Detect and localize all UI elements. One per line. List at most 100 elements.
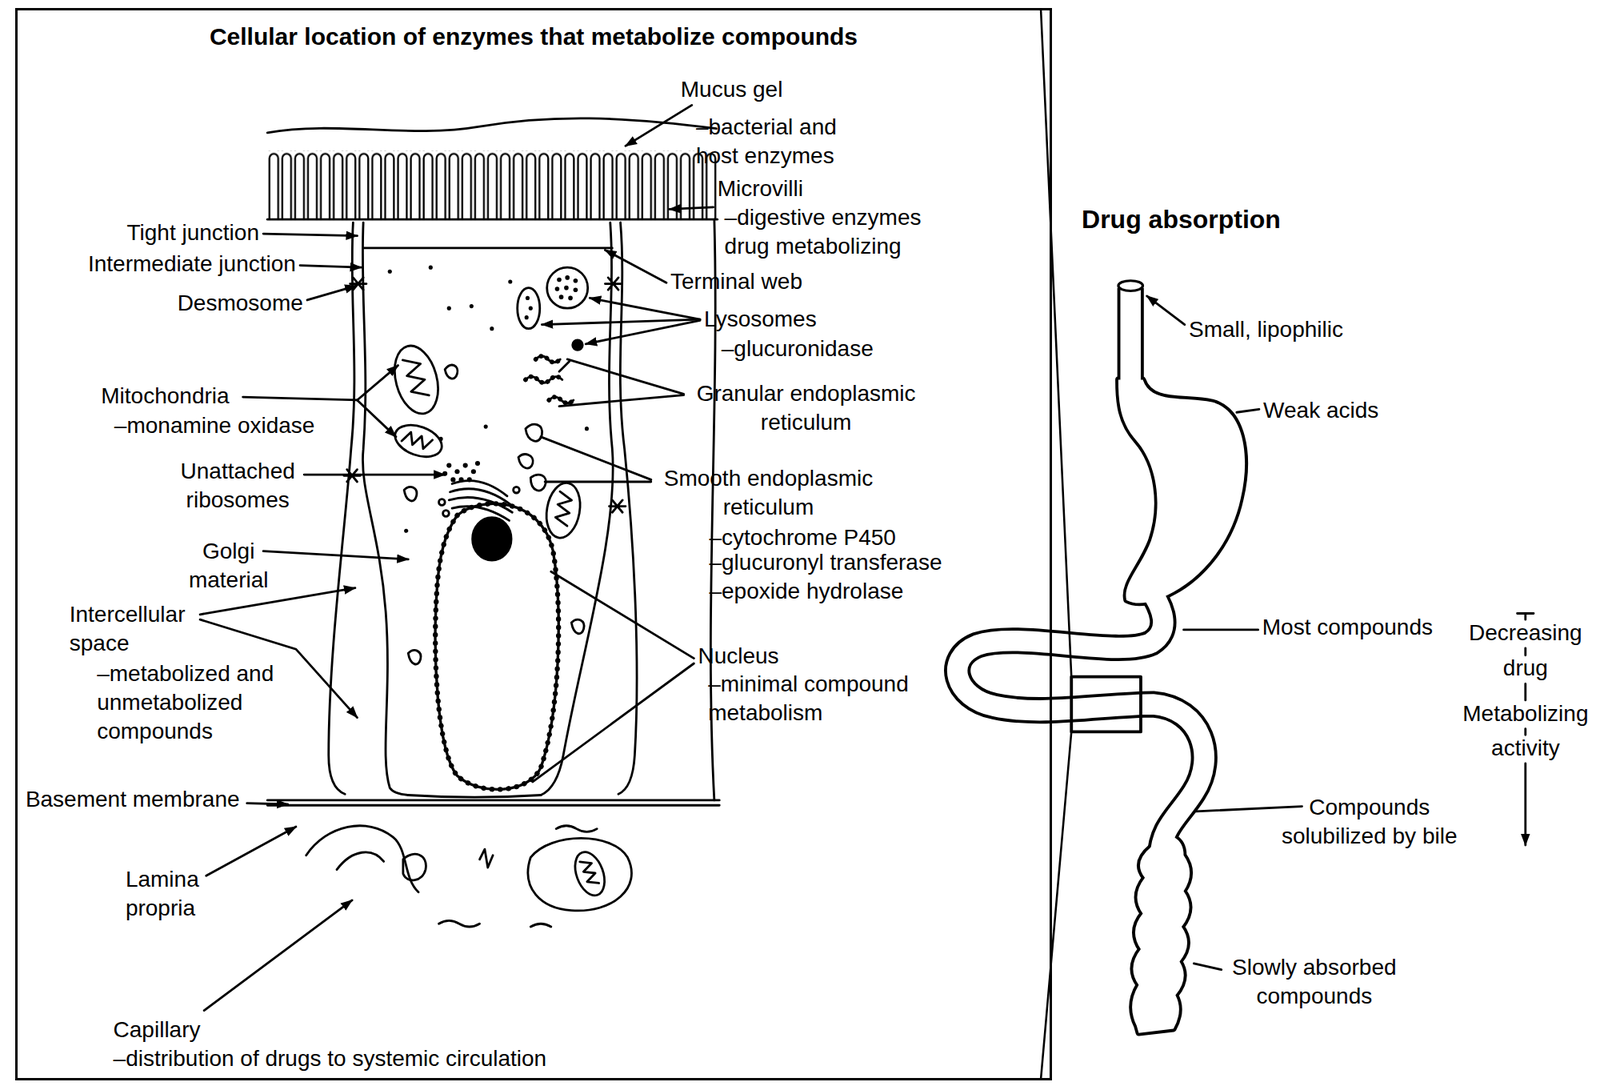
label: Compounds solubilized by bile [1269, 792, 1470, 851]
cell-drawing [524, 315, 529, 320]
label: Smooth endoplasmic reticulum [648, 464, 888, 522]
cell-drawing [401, 430, 432, 452]
cell-drawing [463, 463, 468, 468]
cell-drawing [447, 306, 452, 311]
cell-drawing [571, 619, 584, 633]
cell-drawing [388, 340, 446, 419]
cell-drawing [404, 528, 408, 533]
gi-tract [1118, 379, 1245, 603]
label: –glucuronyl transferase [708, 548, 942, 577]
cell-drawing [388, 265, 589, 533]
cell-drawing [584, 426, 589, 431]
cell-drawing [446, 463, 452, 468]
cell-drawing [569, 848, 610, 900]
cell-drawing [435, 503, 559, 789]
cell-drawing [454, 468, 460, 474]
cell-drawing [428, 265, 433, 270]
cell-drawing [336, 852, 384, 870]
label: Capillary [113, 1015, 201, 1044]
leader-lines [200, 104, 1534, 1010]
leader-lines [589, 297, 700, 320]
cell-drawing [517, 288, 540, 329]
cell-drawing [443, 510, 450, 517]
cell-drawing [547, 267, 588, 308]
cell-drawing [363, 247, 612, 250]
cell-drawing [472, 517, 512, 561]
leader-lines [1147, 296, 1185, 325]
label: Lamina propria [125, 864, 214, 923]
leader-lines [356, 400, 396, 437]
label: Mitochondria [100, 381, 229, 411]
label: –monamine oxidase [114, 411, 316, 440]
cell-drawing [559, 294, 564, 300]
label: –bacterial and host enzymes [696, 112, 864, 171]
label: –metabolized and unmetabolized compounds [96, 659, 289, 746]
label: –epoxide hydrolase [708, 576, 904, 606]
label: Microvilli [717, 174, 804, 204]
cell-drawing [403, 853, 427, 880]
cell-drawing [267, 118, 720, 927]
cell-drawing [267, 151, 717, 220]
leader-lines [604, 249, 667, 283]
cell-drawing [573, 278, 579, 284]
cell-drawing [564, 285, 569, 291]
gi-tract [1120, 286, 1141, 400]
label: Unattached ribosomes [165, 456, 310, 515]
cell-drawing [568, 296, 573, 301]
cell-drawing [450, 476, 456, 482]
label: Intermediate junction [88, 249, 296, 279]
cell-drawing [489, 326, 494, 331]
cell-drawing [388, 340, 446, 419]
leader-lines [540, 436, 652, 482]
cell-drawing [609, 500, 626, 512]
label: activity [1491, 733, 1560, 763]
leader-lines [585, 320, 700, 344]
label: –cytochrome P450 [708, 523, 896, 552]
leader-lines [625, 104, 692, 146]
cell-drawing [556, 277, 562, 283]
cell-drawing [554, 491, 573, 526]
label: Terminal web [670, 267, 803, 296]
cell-drawing [528, 837, 632, 911]
cell-drawing [267, 800, 720, 805]
cell-drawing [604, 277, 621, 290]
label: Lysosomes [704, 304, 817, 334]
leader-lines [304, 473, 445, 476]
label: Tight junction [126, 218, 260, 248]
gi-tract [957, 586, 1205, 1020]
cell-drawing [525, 296, 530, 300]
cell-drawing [328, 222, 355, 794]
cell-drawing [555, 286, 560, 292]
leader-lines [243, 396, 358, 400]
leader-lines [204, 900, 352, 1011]
cell-drawing [408, 795, 541, 798]
label: drug [1503, 653, 1548, 683]
cell-drawing [467, 476, 472, 482]
cell-drawing [444, 364, 458, 379]
cell-drawing [459, 476, 464, 482]
gi-tract [957, 586, 1205, 1020]
cell-drawing [569, 848, 610, 900]
label: Small, lipophilic [1188, 315, 1344, 344]
label: –digestive enzymes drug metabolizing [724, 203, 953, 261]
gi-tract [1118, 379, 1245, 603]
cell-drawing [518, 454, 533, 468]
leader-lines [1524, 763, 1527, 845]
label: Golgi material [176, 536, 281, 595]
label: Intercellular space [69, 600, 210, 658]
cell-drawing [408, 650, 421, 664]
cell-drawing [525, 356, 574, 404]
leader-lines [1236, 408, 1260, 412]
cell-drawing [306, 825, 419, 892]
leader-lines [532, 571, 695, 782]
leader-lines [541, 319, 700, 324]
cell-drawing [350, 277, 367, 290]
cell-drawing [404, 486, 417, 500]
cell-drawing [484, 424, 488, 429]
leader-lines [1193, 963, 1221, 970]
label: Granular endoplasmic reticulum [682, 379, 931, 437]
cell-drawing [564, 275, 570, 280]
label: Slowly absorbed compounds [1220, 952, 1408, 1011]
panel-title: Cellular location of enzymes that metabo… [17, 20, 1050, 53]
leader-lines [307, 285, 356, 300]
